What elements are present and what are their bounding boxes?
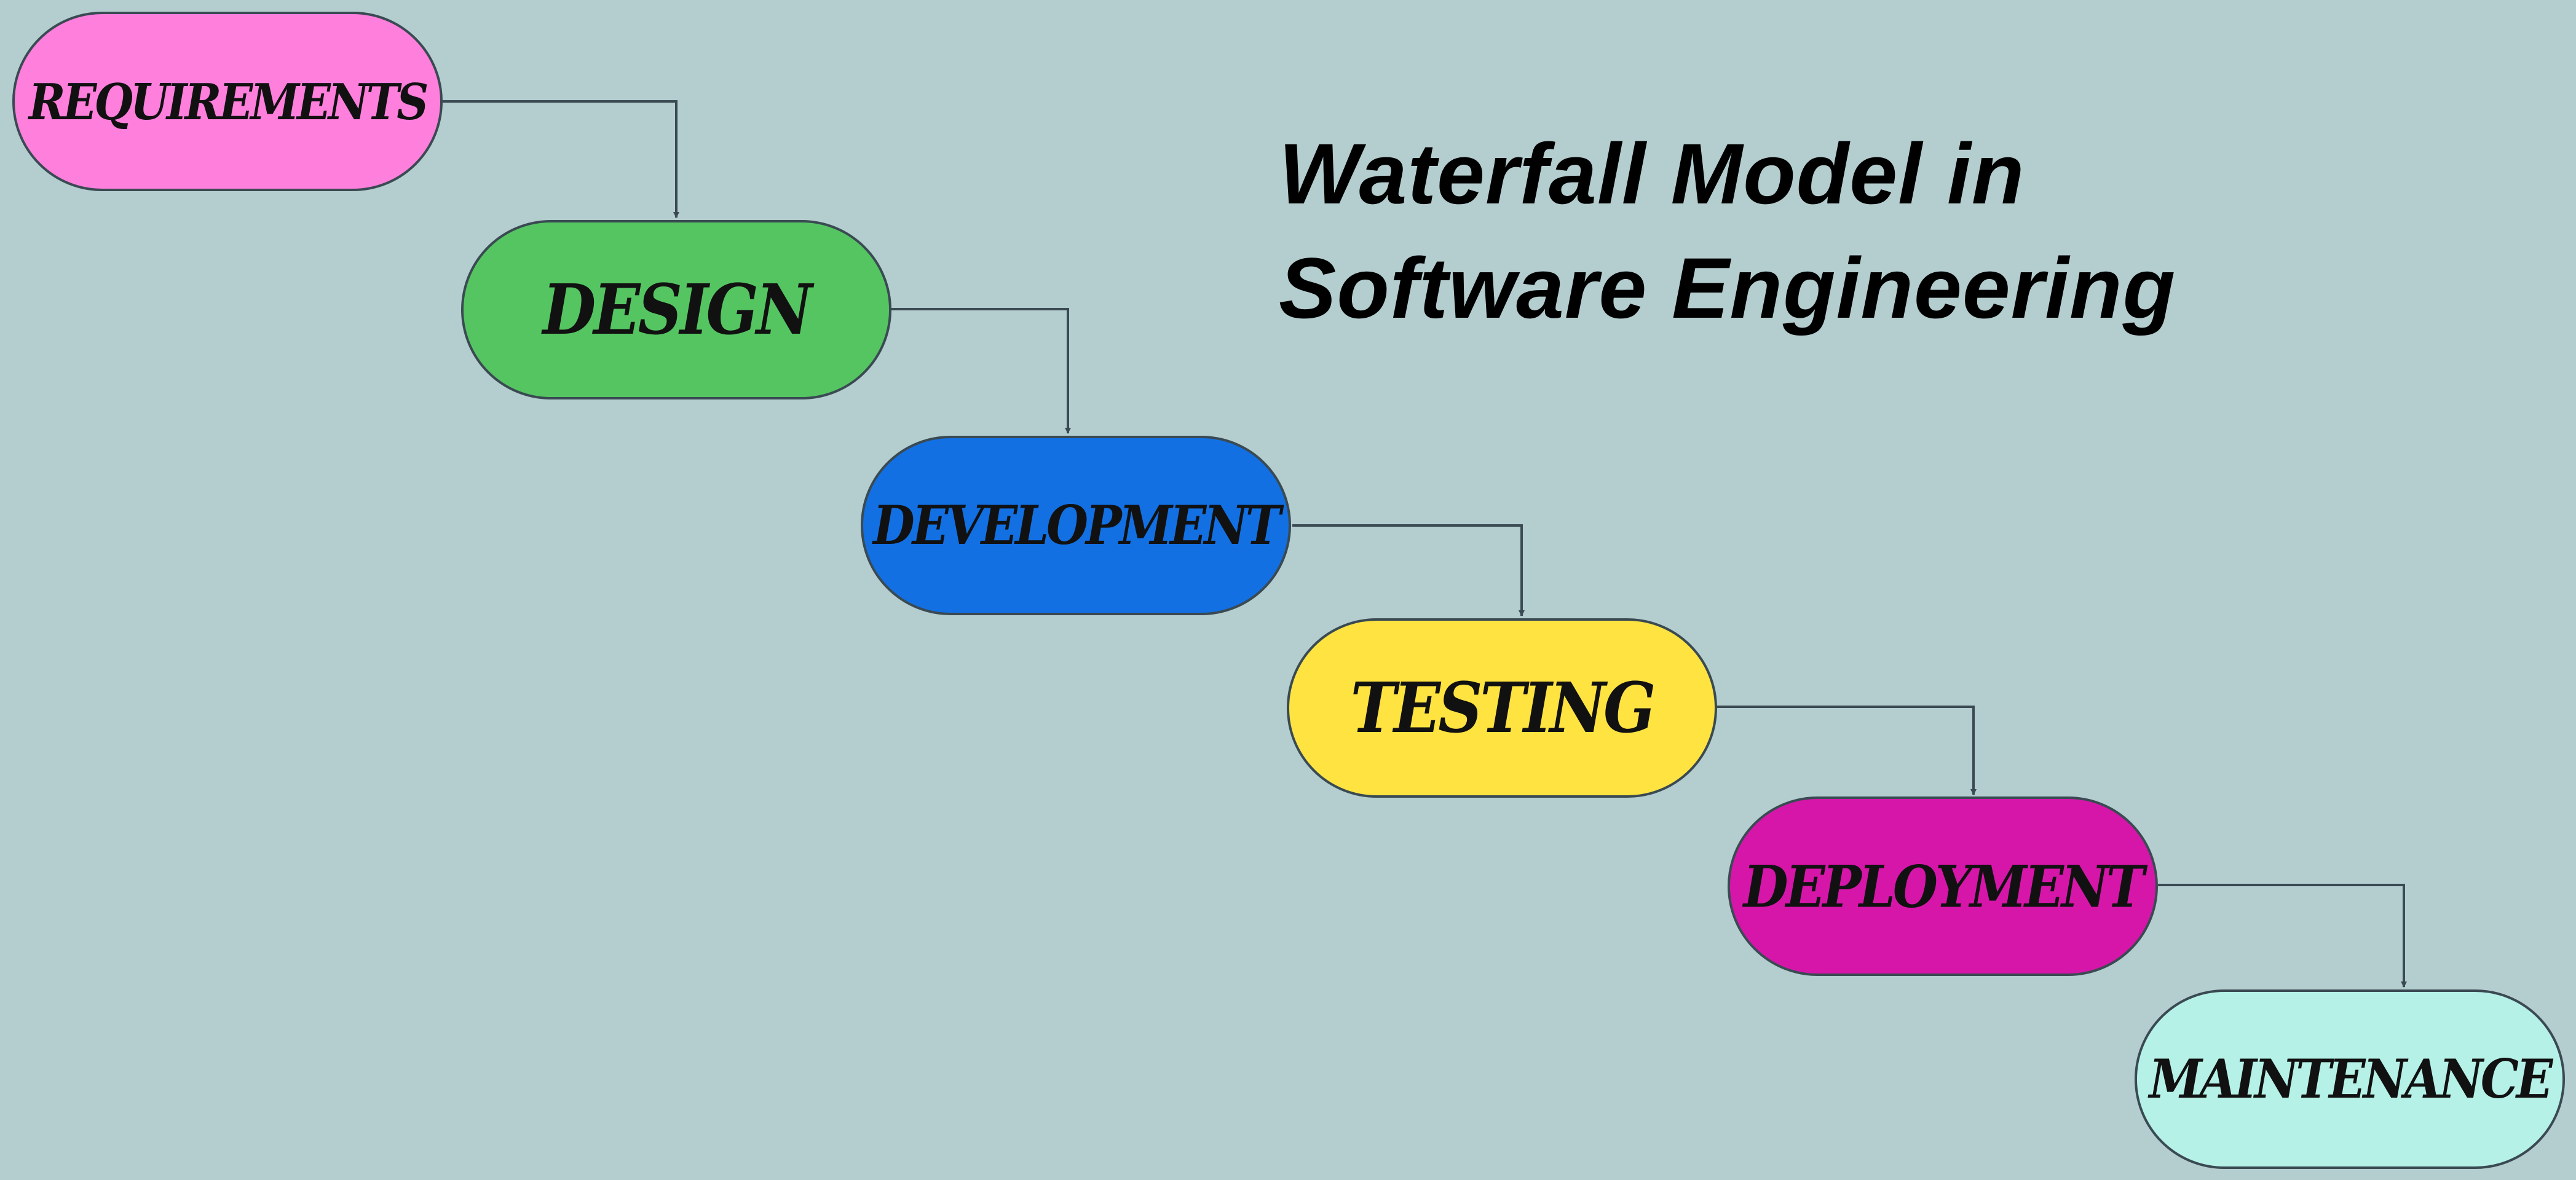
stage-maintenance: MAINTENANCE <box>2135 989 2565 1169</box>
stage-testing-label: TESTING <box>1350 667 1656 749</box>
stage-requirements-label: REQUIREMENTS <box>28 72 429 131</box>
stage-maintenance-label: MAINTENANCE <box>2149 1048 2553 1111</box>
connector-requirements-to-design <box>443 100 679 218</box>
stage-design-label: DESIGN <box>542 269 813 351</box>
diagram-title-line-2: Software Engineering <box>1279 240 2176 336</box>
stage-design: DESIGN <box>461 220 891 399</box>
stage-deployment-label: DEPLOYMENT <box>1743 852 2145 921</box>
stage-requirements: REQUIREMENTS <box>12 12 443 191</box>
stage-development-label: DEVELOPMENT <box>873 494 1281 557</box>
diagram-title-line-1: Waterfall Model in <box>1279 125 2025 222</box>
connector-development-to-testing <box>1292 524 1525 616</box>
stage-development: DEVELOPMENT <box>861 436 1291 615</box>
connector-deployment-to-maintenance <box>2158 884 2407 988</box>
stage-deployment: DEPLOYMENT <box>1728 796 2158 976</box>
connector-design-to-development <box>891 308 1071 434</box>
stage-testing: TESTING <box>1287 618 1717 798</box>
diagram-title: Waterfall Model in Software Engineering <box>1279 117 2176 345</box>
connector-testing-to-deployment <box>1717 706 1977 795</box>
